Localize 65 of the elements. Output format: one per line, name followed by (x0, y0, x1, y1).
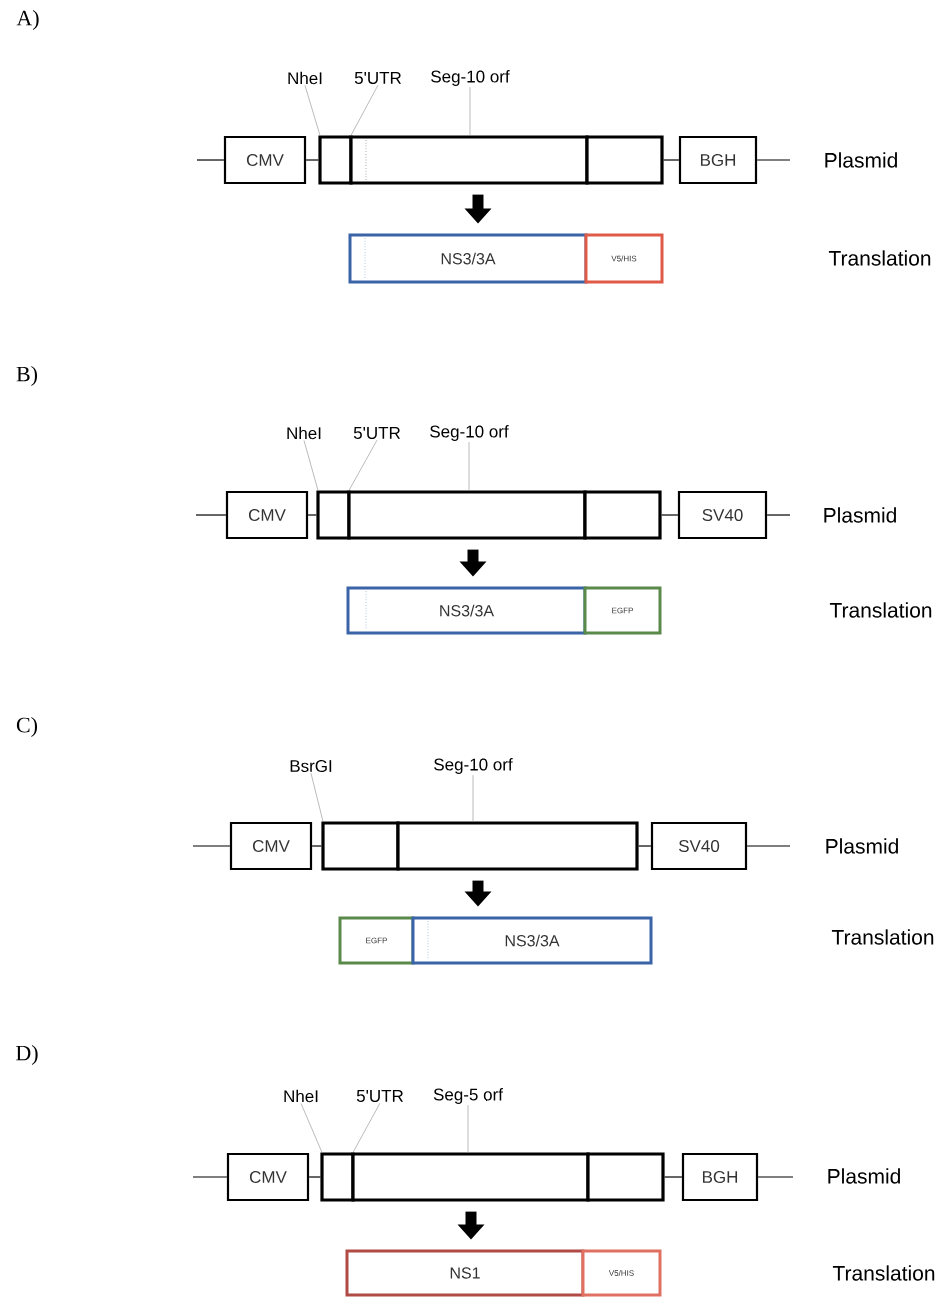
row-label: Plasmid (825, 152, 897, 168)
insert-segment (585, 135, 664, 185)
panel-letter: A) (16, 10, 39, 30)
leader-line (304, 85, 321, 136)
leader-label: Seg-10 orf (431, 70, 510, 86)
leader-line (348, 439, 378, 491)
leader-line (300, 1103, 323, 1153)
backbone-line (195, 514, 227, 516)
backbone-line (756, 159, 791, 161)
panel-letter: C) (16, 717, 38, 737)
leader-label: NheI (284, 1089, 318, 1103)
insert-segment (586, 1152, 665, 1202)
backbone-line (638, 845, 652, 847)
promoter-box: CMV (223, 135, 307, 185)
leader-label: 5'UTR (353, 427, 401, 439)
row-label: Plasmid (824, 507, 896, 523)
promoter-box: CMV (225, 490, 309, 540)
leader-label: BsrGI (290, 760, 332, 773)
tag-box: V5/HIS (584, 233, 664, 284)
terminator-box: SV40 (677, 490, 768, 540)
terminator-box: BGH (681, 1152, 759, 1202)
backbone-line (661, 514, 679, 516)
leader-label: NheI (288, 71, 322, 85)
leader-label: Seg-5 orf (433, 1088, 503, 1104)
backbone-line (308, 1176, 321, 1178)
leader-label: Seg-10 orf (434, 758, 513, 774)
promoter-box: CMV (229, 821, 313, 871)
backbone-line (311, 845, 322, 847)
leader-label: Seg-10 orf (430, 425, 509, 441)
backbone-line (305, 159, 319, 161)
leader-line (310, 772, 324, 822)
backbone-line (192, 1176, 228, 1178)
leader-label: 5'UTR (356, 1090, 404, 1102)
leader-label: 5'UTR (354, 72, 402, 84)
leader-line (468, 441, 470, 491)
tag-box: EGFP (583, 586, 662, 635)
leader-line (467, 1104, 469, 1153)
row-label: Translation (831, 929, 934, 945)
leader-line (472, 774, 474, 822)
terminator-box: BGH (678, 135, 758, 185)
tag-box: V5/HIS (581, 1249, 662, 1297)
backbone-line (766, 514, 791, 516)
row-label: Translation (832, 1265, 935, 1281)
row-label: Plasmid (828, 1168, 900, 1184)
panel-letter: D) (16, 1045, 38, 1065)
row-label: Translation (829, 602, 932, 618)
row-label: Translation (828, 250, 931, 266)
panel-letter: B) (16, 366, 38, 386)
leader-label: NheI (287, 426, 321, 440)
backbone-line (664, 1176, 683, 1178)
row-label: Plasmid (826, 838, 898, 854)
tag-box: EGFP (338, 916, 415, 965)
backbone-line (757, 1176, 794, 1178)
leader-line (350, 84, 379, 136)
backbone-line (192, 845, 231, 847)
insert-segment (583, 490, 662, 540)
backbone-line (746, 845, 791, 847)
leader-line (469, 86, 471, 136)
leader-line (352, 1102, 381, 1153)
terminator-box: SV40 (650, 821, 748, 871)
leader-line (303, 440, 319, 491)
backbone-line (196, 159, 225, 161)
backbone-line (663, 159, 680, 161)
backbone-line (307, 514, 317, 516)
promoter-box: CMV (226, 1152, 310, 1202)
